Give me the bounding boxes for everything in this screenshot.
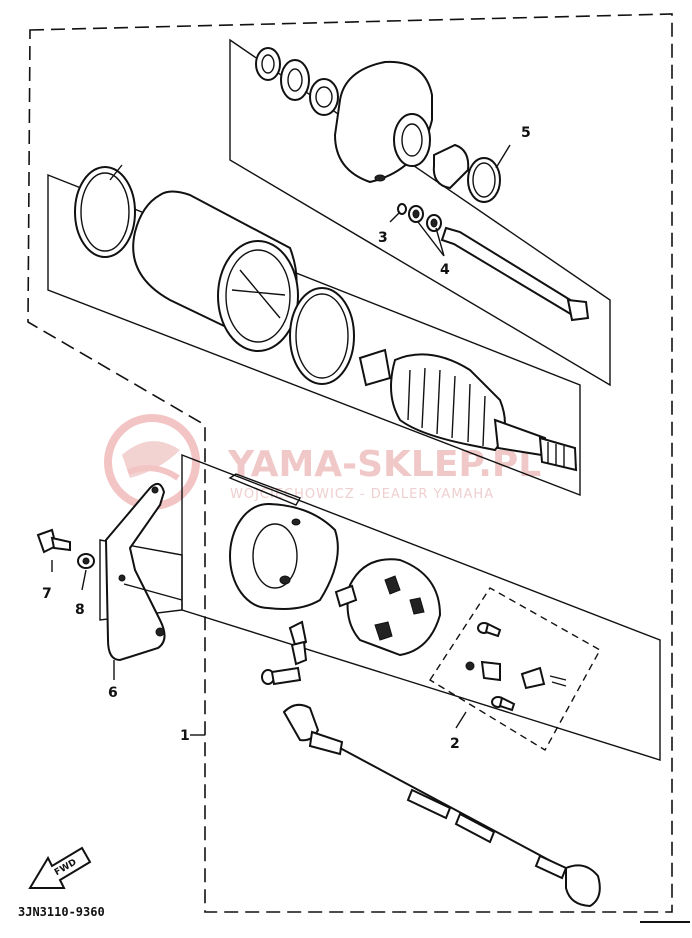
bearing-part [309,78,339,116]
yoke-parts [74,166,355,385]
callout-4: 4 [440,262,450,278]
assembly-boundary [27,13,673,913]
watermark: YAMA-SKLEP.PL WOJCIECHOWICZ - DEALER YAM… [104,414,541,510]
bracket-group-box [99,539,183,621]
lead-wire-part [282,703,601,908]
o-ring-rear-part [289,287,355,385]
front-cover-parts [255,47,501,203]
callout-7: 7 [42,586,52,602]
terminal-parts [261,620,308,686]
callout-3: 3 [378,230,388,246]
callout-6: 6 [108,685,118,701]
callout-5: 5 [521,125,531,141]
bolts-and-washers [397,203,590,322]
bracket-6-part [104,482,166,662]
o-ring-front-part [74,166,136,258]
through-bolt-part [440,226,582,318]
callout-8: 8 [75,602,85,618]
brush-holder-part [346,558,442,657]
fwd-arrow-icon: FWD [28,846,92,889]
front-cover-group-box [229,38,611,387]
oil-seal-part [255,47,281,81]
callout-2: 2 [450,736,460,752]
washer-part [280,59,310,101]
rear-cover-parts [228,473,442,657]
watermark-main-text: YAMA-SKLEP.PL [227,444,541,485]
brush-set-parts [465,622,567,712]
armature-parts [358,348,578,472]
yoke-group-box [47,173,581,497]
armature-part [390,353,506,452]
brush-set-box [429,587,601,751]
washer-3-part [397,203,407,215]
bracket-parts [36,482,166,662]
callout-1: 1 [180,728,190,744]
part-code: 3JN3110-9360 [18,905,105,919]
leader-lines [51,144,511,736]
bushing-part [432,143,470,190]
watermark-sub-text: WOJCIECHOWICZ - DEALER YAMAHA [230,487,494,502]
